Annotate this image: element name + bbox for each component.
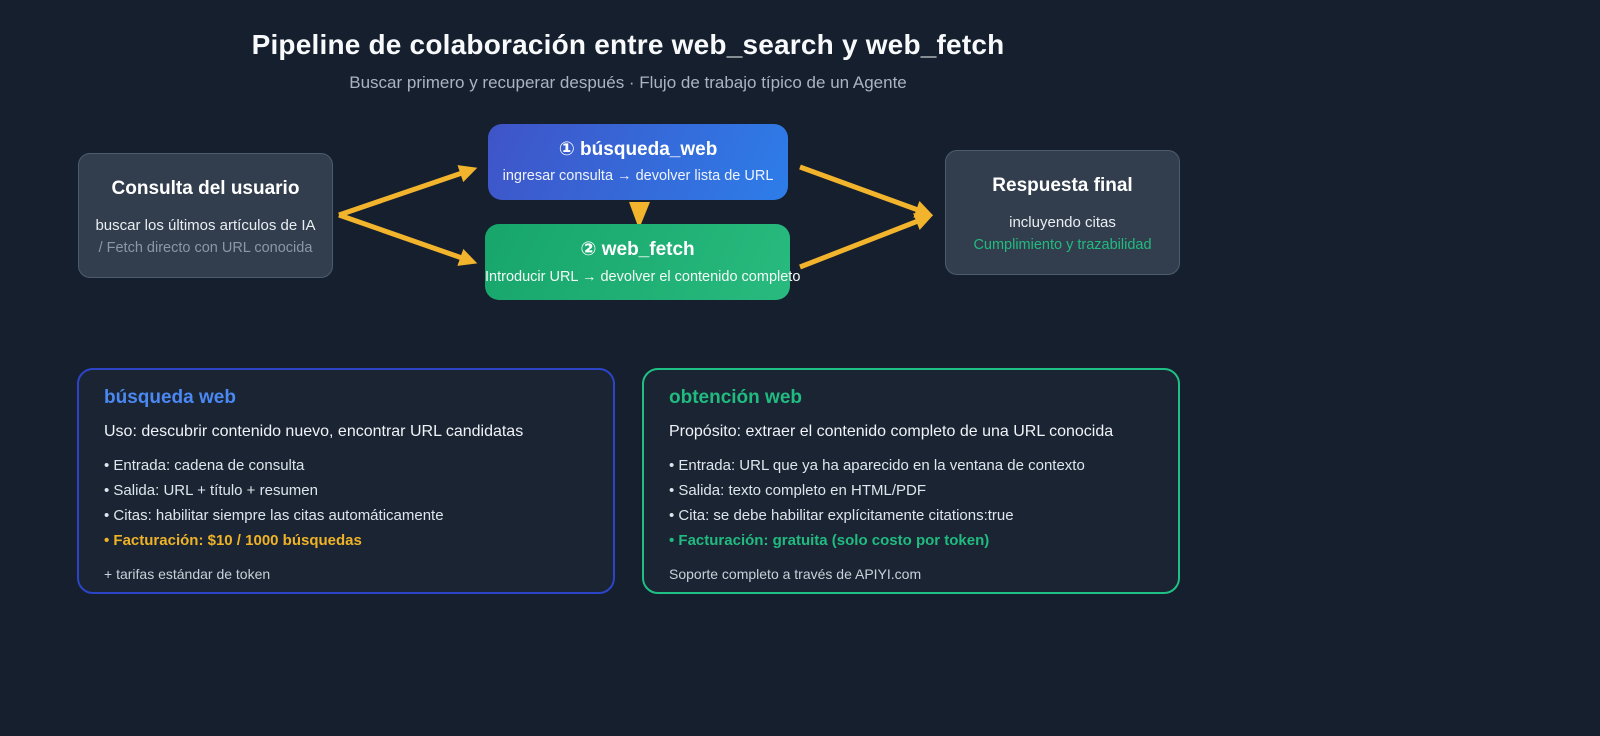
arrow-fetch-to-answer <box>799 213 934 270</box>
user-query-line2: / Fetch directo con URL conocida <box>98 240 313 256</box>
card-search-footnote: + tarifas estándar de token <box>104 566 271 582</box>
final-answer-line2: Cumplimiento y trazabilidad <box>973 237 1152 253</box>
card-fetch-footnote: Soporte completo a través de APIYI.com <box>669 566 922 582</box>
node-web-fetch: ② web_fetch Introducir URL → devolver el… <box>485 224 801 300</box>
user-query-line1: buscar los últimos artículos de IA <box>95 217 316 234</box>
card-fetch-bullet-citations: • Cita: se debe habilitar explícitamente… <box>669 507 1014 524</box>
card-fetch-bullet-billing: • Facturación: gratuita (solo costo por … <box>669 532 990 549</box>
final-answer-title: Respuesta final <box>992 175 1133 196</box>
card-fetch-bullet-output: • Salida: texto completo en HTML/PDF <box>669 482 927 499</box>
web-search-title: ① búsqueda_web <box>558 139 718 160</box>
card-search-lead: Uso: descubrir contenido nuevo, encontra… <box>104 423 524 440</box>
card-web-search: búsqueda web Uso: descubrir contenido nu… <box>77 368 615 594</box>
web-search-subtitle: ingresar consulta → devolver lista de UR… <box>502 168 774 184</box>
card-search-bullet-billing: • Facturación: $10 / 1000 búsquedas <box>104 532 362 549</box>
header: Pipeline de colaboración entre web_searc… <box>0 28 1256 93</box>
node-web-search: ① búsqueda_web ingresar consulta → devol… <box>488 124 788 200</box>
user-query-title: Consulta del usuario <box>111 178 300 199</box>
page-title: Pipeline de colaboración entre web_searc… <box>251 29 1005 60</box>
node-final-answer: Respuesta final incluyendo citas Cumplim… <box>945 150 1180 275</box>
arrow-query-to-fetch <box>338 212 478 266</box>
card-fetch-title: obtención web <box>669 387 802 408</box>
node-user-query: Consulta del usuario buscar los últimos … <box>78 153 333 278</box>
card-search-bullet-output: • Salida: URL + título + resumen <box>104 482 318 499</box>
web-fetch-title: ② web_fetch <box>580 239 695 260</box>
card-search-title: búsqueda web <box>104 387 236 408</box>
card-search-bullet-input: • Entrada: cadena de consulta <box>104 457 305 474</box>
arrow-query-to-search <box>338 165 478 218</box>
card-fetch-bullet-input: • Entrada: URL que ya ha aparecido en la… <box>669 457 1085 474</box>
page-subtitle: Buscar primero y recuperar después · Flu… <box>349 73 907 92</box>
card-search-bullet-citations: • Citas: habilitar siempre las citas aut… <box>104 507 444 524</box>
arrow-search-to-answer <box>799 164 934 218</box>
card-web-fetch: obtención web Propósito: extraer el cont… <box>642 368 1180 594</box>
card-fetch-lead: Propósito: extraer el contenido completo… <box>669 423 1114 440</box>
web-fetch-subtitle: Introducir URL → devolver el contenido c… <box>485 269 801 285</box>
final-answer-line1: incluyendo citas <box>1009 214 1116 231</box>
